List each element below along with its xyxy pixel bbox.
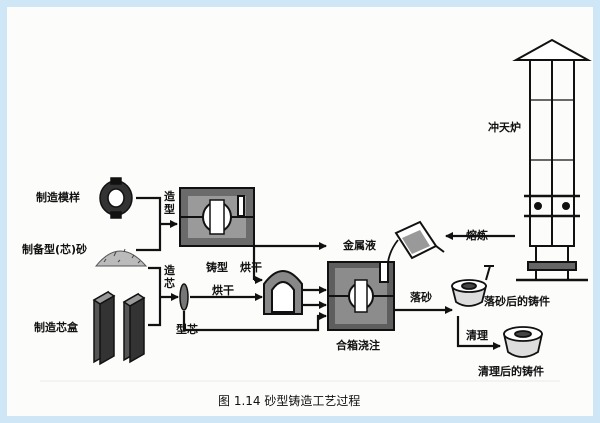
drying-oven-illustration [263, 270, 303, 315]
label-mold: 铸型 [206, 261, 228, 274]
label-after-shakeout: 落砂后的铸件 [484, 295, 550, 308]
shakeout-to-cleaning-connector [456, 316, 501, 350]
mold-flask-illustration [179, 187, 255, 247]
label-make-core-box: 制造芯盒 [34, 321, 78, 334]
label-molding: 造型 [164, 190, 175, 216]
mold-to-oven-connector [252, 246, 263, 284]
ladle-illustration [394, 220, 445, 260]
pattern-illustration [99, 177, 133, 219]
oven-to-assembly-connector [302, 286, 327, 309]
figure-caption: 图 1.14 砂型铸造工艺过程 [218, 394, 361, 408]
label-dry-left: 烘干 [212, 284, 234, 297]
label-core-making: 造芯 [164, 264, 175, 290]
core-bypass-connector [182, 312, 327, 332]
label-shakeout: 落砂 [410, 291, 432, 304]
label-metal-liquid: 金属液 [343, 239, 376, 252]
label-make-pattern: 制造模样 [36, 191, 80, 204]
sand-pile-illustration [94, 248, 148, 267]
molding-inputs-connector [136, 196, 178, 252]
core-box-illustration [92, 290, 146, 366]
label-core: 型芯 [176, 323, 198, 336]
label-cleaning: 清理 [466, 329, 488, 342]
label-dry-top: 烘干 [240, 261, 262, 274]
cleaned-casting-illustration [502, 326, 544, 358]
label-smelting: 熔炼 [466, 229, 488, 242]
assembled-flask-illustration [327, 261, 395, 331]
shakeout-casting-illustration [450, 265, 494, 307]
label-oven: 烘炉 [276, 286, 287, 312]
core-to-oven-connector [182, 293, 263, 326]
core-illustration [179, 283, 189, 311]
label-after-cleaning: 清理后的铸件 [478, 365, 544, 378]
label-prepare-sand: 制备型(芯)砂 [22, 243, 88, 256]
pour-stream [387, 239, 399, 263]
label-cupola: 冲天炉 [488, 121, 521, 134]
label-assembly-pouring: 合箱浇注 [336, 339, 380, 352]
cupola-furnace-illustration [512, 38, 592, 282]
coremaking-inputs-connector [148, 266, 179, 327]
